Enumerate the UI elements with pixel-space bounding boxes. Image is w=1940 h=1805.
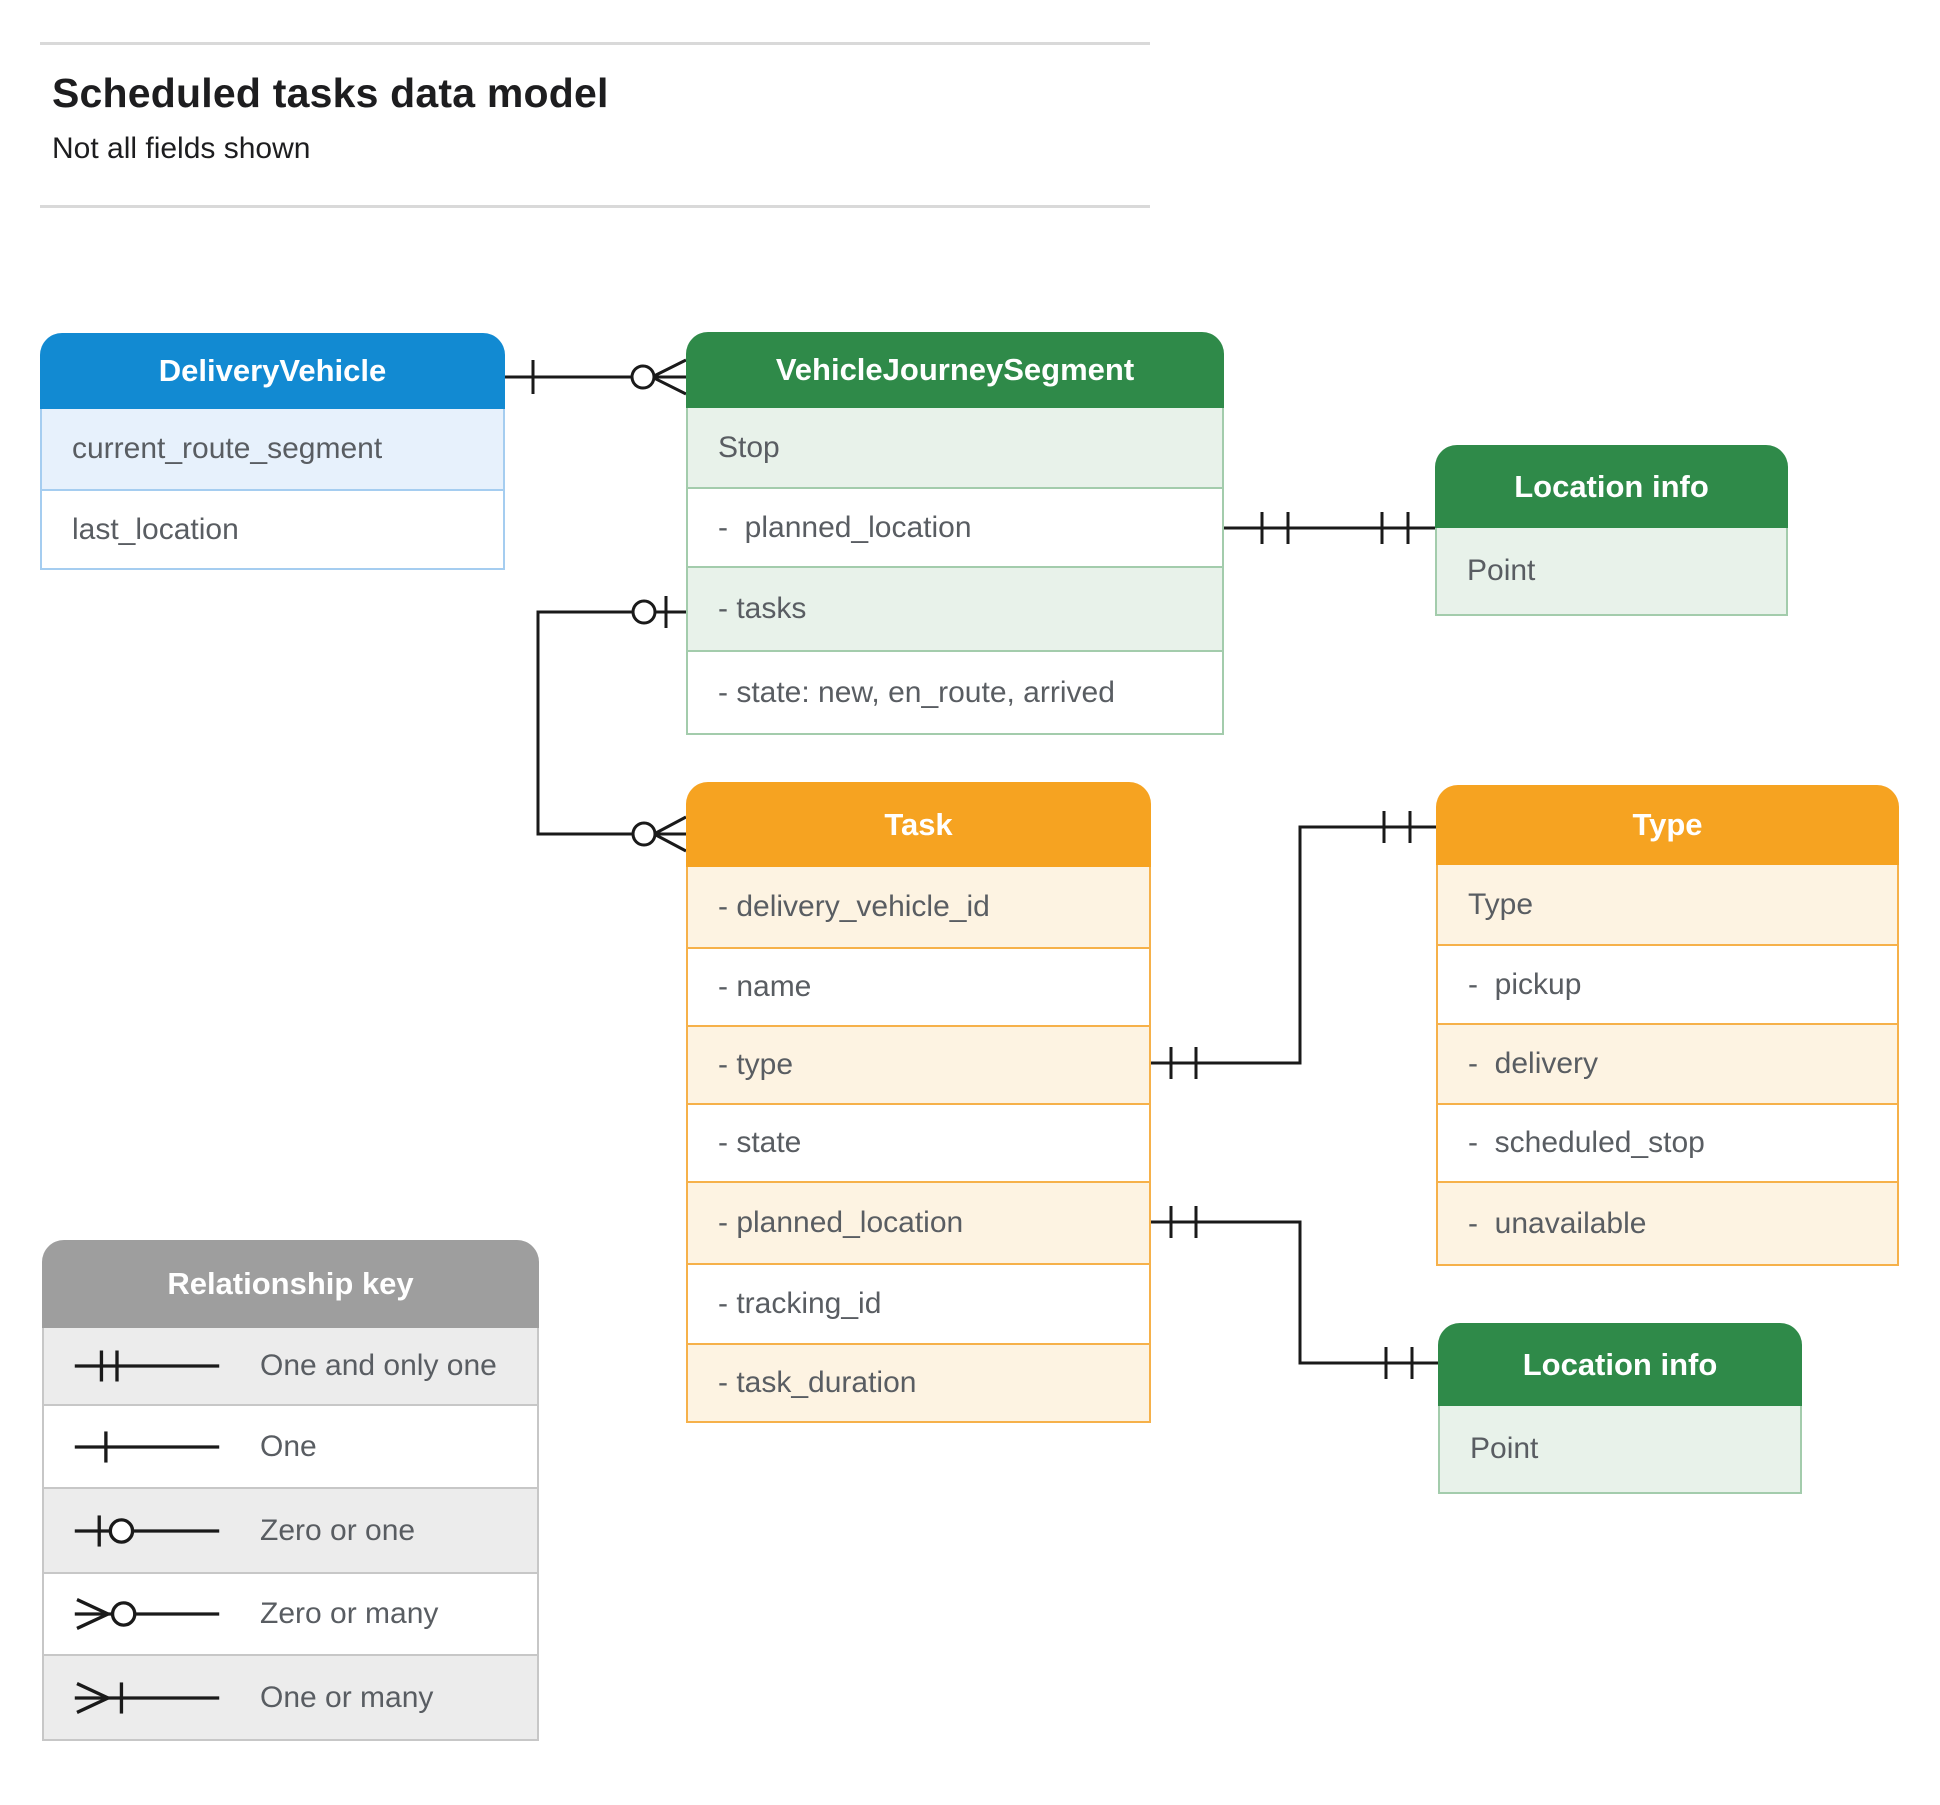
field-delivery: - delivery: [1438, 1023, 1897, 1103]
entity-type-title: Type: [1436, 785, 1899, 865]
entity-task: Task - delivery_vehicle_id - name - type…: [686, 782, 1151, 1423]
one-icon: [74, 1430, 220, 1463]
connector-vjs-locationinfo-top: [1224, 512, 1435, 544]
entity-vehicle-journey-segment-fields: Stop - planned_location - tasks - state:…: [686, 408, 1224, 735]
entity-vehicle-journey-segment-title: VehicleJourneySegment: [686, 332, 1224, 408]
one-and-only-one-icon: [74, 1350, 220, 1382]
field-tracking-id: - tracking_id: [688, 1263, 1149, 1343]
field-type-label: Type: [1438, 865, 1897, 944]
one-or-many-icon: [74, 1681, 220, 1714]
relationship-key: Relationship key One and only one One: [42, 1240, 539, 1741]
connector-vjs-task: [536, 596, 687, 853]
field-last-location: last_location: [42, 489, 503, 568]
legend-label: One: [260, 1429, 317, 1463]
entity-task-title: Task: [686, 782, 1151, 867]
entity-location-info-top: Location info Point: [1435, 445, 1788, 616]
entity-type: Type Type - pickup - delivery - schedule…: [1436, 785, 1899, 1266]
legend-item-one: One: [44, 1404, 537, 1487]
entity-location-info-bottom-fields: Point: [1438, 1406, 1802, 1494]
field-name: - name: [688, 947, 1149, 1025]
legend-item-one-and-only-one: One and only one: [44, 1328, 537, 1404]
field-state: - state: [688, 1103, 1149, 1181]
zero-or-one-icon: [74, 1514, 220, 1547]
page-subtitle: Not all fields shown: [52, 132, 311, 165]
field-scheduled-stop: - scheduled_stop: [1438, 1103, 1897, 1181]
field-unavailable: - unavailable: [1438, 1181, 1897, 1264]
entity-type-fields: Type - pickup - delivery - scheduled_sto…: [1436, 865, 1899, 1266]
field-task-duration: - task_duration: [688, 1343, 1149, 1421]
top-divider: [40, 42, 1150, 45]
zero-or-many-icon: [74, 1598, 220, 1630]
page-title: Scheduled tasks data model: [52, 70, 609, 116]
legend-item-one-or-many: One or many: [44, 1654, 537, 1739]
legend-item-zero-or-many: Zero or many: [44, 1572, 537, 1654]
entity-location-info-bottom-title: Location info: [1438, 1323, 1802, 1406]
field-planned-location: - planned_location: [688, 1181, 1149, 1263]
legend-label: Zero or one: [260, 1513, 416, 1547]
entity-location-info-top-title: Location info: [1435, 445, 1788, 528]
legend-label: One or many: [260, 1680, 434, 1714]
field-current-route-segment: current_route_segment: [42, 409, 503, 489]
legend-label: Zero or many: [260, 1597, 439, 1630]
field-pickup: - pickup: [1438, 944, 1897, 1023]
entity-delivery-vehicle: DeliveryVehicle current_route_segment la…: [40, 333, 505, 570]
field-stop: Stop: [688, 408, 1222, 487]
connector-task-type: [1151, 811, 1436, 1079]
field-state: - state: new, en_route, arrived: [688, 650, 1222, 733]
field-type: - type: [688, 1025, 1149, 1103]
relationship-key-items: One and only one One Zero or one: [42, 1328, 539, 1741]
field-point: Point: [1437, 528, 1786, 614]
entity-location-info-bottom: Location info Point: [1438, 1323, 1802, 1494]
entity-task-fields: - delivery_vehicle_id - name - type - st…: [686, 867, 1151, 1423]
connector-deliveryvehicle-vehiclejourneysegment: [505, 358, 687, 396]
legend-item-zero-or-one: Zero or one: [44, 1487, 537, 1572]
field-tasks: - tasks: [688, 566, 1222, 650]
field-planned-location: - planned_location: [688, 487, 1222, 566]
connector-task-locationinfo-bottom: [1151, 1206, 1438, 1379]
legend-label: One and only one: [260, 1349, 497, 1382]
field-point: Point: [1440, 1406, 1800, 1492]
entity-location-info-top-fields: Point: [1435, 528, 1788, 616]
field-delivery-vehicle-id: - delivery_vehicle_id: [688, 867, 1149, 947]
entity-vehicle-journey-segment: VehicleJourneySegment Stop - planned_loc…: [686, 332, 1224, 735]
entity-delivery-vehicle-fields: current_route_segment last_location: [40, 409, 505, 570]
entity-delivery-vehicle-title: DeliveryVehicle: [40, 333, 505, 409]
relationship-key-title: Relationship key: [42, 1240, 539, 1328]
title-bottom-divider: [40, 205, 1150, 208]
